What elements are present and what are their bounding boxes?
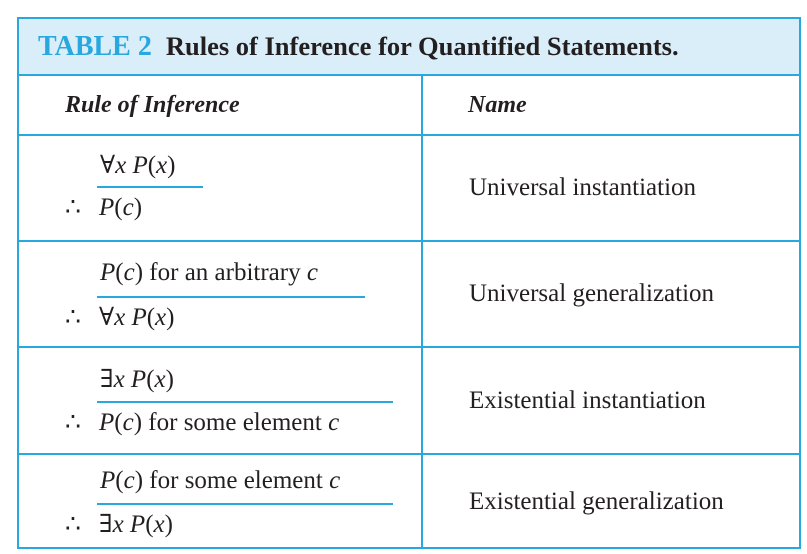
conclusion: ∴∀x P(x) — [65, 304, 175, 331]
rule-name: Existential generalization — [469, 488, 724, 515]
name-cell: Universal instantiation — [423, 136, 799, 240]
table-row: ∃x P(x) ∴P(c) for some element c Existen… — [19, 348, 799, 455]
header-row: Rule of Inference Name — [19, 76, 799, 136]
rule-cell: P(c) for an arbitrary c ∴∀x P(x) — [19, 242, 421, 346]
forall-symbol: ∀ — [99, 304, 115, 331]
rules-of-inference-table: TABLE 2 Rules of Inference for Quantifie… — [17, 17, 801, 549]
therefore-symbol: ∴ — [65, 194, 81, 221]
name-cell: Existential generalization — [423, 455, 799, 549]
rule-cell: ∃x P(x) ∴P(c) for some element c — [19, 348, 421, 453]
exists-symbol: ∃ — [99, 511, 113, 538]
rule-name: Universal instantiation — [469, 174, 697, 201]
table-row: P(c) for some element c ∴∃x P(x) Existen… — [19, 455, 799, 549]
exists-symbol: ∃ — [100, 366, 114, 393]
therefore-symbol: ∴ — [65, 511, 81, 538]
premise: P(c) for an arbitrary c — [100, 259, 318, 286]
inference-line — [97, 401, 393, 403]
premise: ∀x P(x) — [100, 152, 176, 179]
premise: P(c) for some element c — [100, 467, 341, 494]
therefore-symbol: ∴ — [65, 304, 81, 331]
inference-line — [97, 503, 393, 505]
table-row: ∀x P(x) ∴P(c) Universal instantiation — [19, 136, 799, 242]
column-header-name: Name — [468, 91, 527, 118]
name-cell: Universal generalization — [423, 242, 799, 346]
therefore-symbol: ∴ — [65, 409, 81, 436]
premise: ∃x P(x) — [100, 366, 174, 393]
column-header-rule: Rule of Inference — [65, 91, 240, 118]
conclusion: ∴P(c) for some element c — [65, 409, 340, 436]
table-caption: TABLE 2 Rules of Inference for Quantifie… — [19, 19, 799, 76]
table-row: P(c) for an arbitrary c ∴∀x P(x) Univers… — [19, 242, 799, 348]
forall-symbol: ∀ — [100, 152, 116, 179]
rule-name: Universal generalization — [469, 280, 715, 307]
rule-name: Existential instantiation — [469, 386, 706, 414]
name-cell: Existential instantiation — [423, 348, 799, 453]
column-divider — [421, 76, 423, 549]
conclusion: ∴P(c) — [65, 194, 143, 221]
inference-line — [97, 186, 203, 188]
table-title: Rules of Inference for Quantified Statem… — [165, 31, 679, 61]
conclusion: ∴∃x P(x) — [65, 511, 173, 538]
rule-cell: ∀x P(x) ∴P(c) — [19, 136, 421, 240]
inference-line — [97, 296, 365, 298]
rule-cell: P(c) for some element c ∴∃x P(x) — [19, 455, 421, 549]
table-label: TABLE 2 — [38, 30, 152, 62]
